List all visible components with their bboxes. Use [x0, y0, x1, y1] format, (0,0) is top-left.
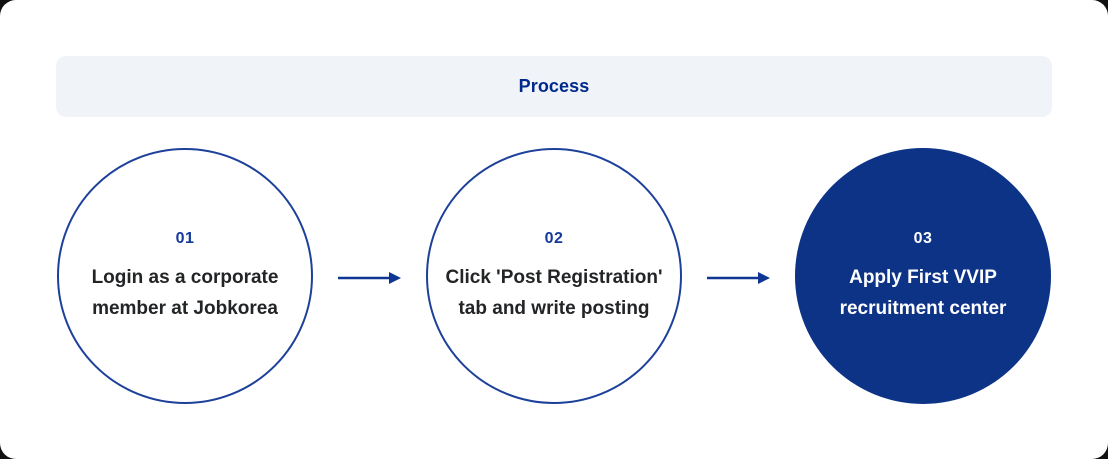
- step-circle-2: 02 Click 'Post Registration' tab and wri…: [426, 148, 682, 404]
- step-description: Apply First VVIP recruitment center: [840, 262, 1007, 324]
- step-number: 01: [175, 230, 195, 247]
- step-number: 03: [913, 230, 933, 247]
- step-description-line1: Login as a corporate: [91, 267, 279, 288]
- step-description: Login as a corporate member at Jobkorea: [92, 262, 279, 324]
- step-number: 02: [544, 230, 564, 247]
- step-circle-3: 03 Apply First VVIP recruitment center: [795, 148, 1051, 404]
- step-circle-1: 01 Login as a corporate member at Jobkor…: [57, 148, 313, 404]
- step-description-line2: tab and write posting: [458, 298, 650, 319]
- step-description: Click 'Post Registration' tab and write …: [445, 262, 662, 324]
- flow-arrow-icon: [707, 270, 771, 286]
- step-description-line2: member at Jobkorea: [92, 298, 278, 319]
- flow-arrow-icon: [338, 270, 402, 286]
- step-description-line1: Apply First VVIP: [849, 267, 997, 288]
- process-header: Process: [56, 56, 1052, 117]
- step-description-line1: Click 'Post Registration': [445, 267, 663, 288]
- process-title: Process: [518, 76, 590, 96]
- step-description-line2: recruitment center: [839, 298, 1007, 319]
